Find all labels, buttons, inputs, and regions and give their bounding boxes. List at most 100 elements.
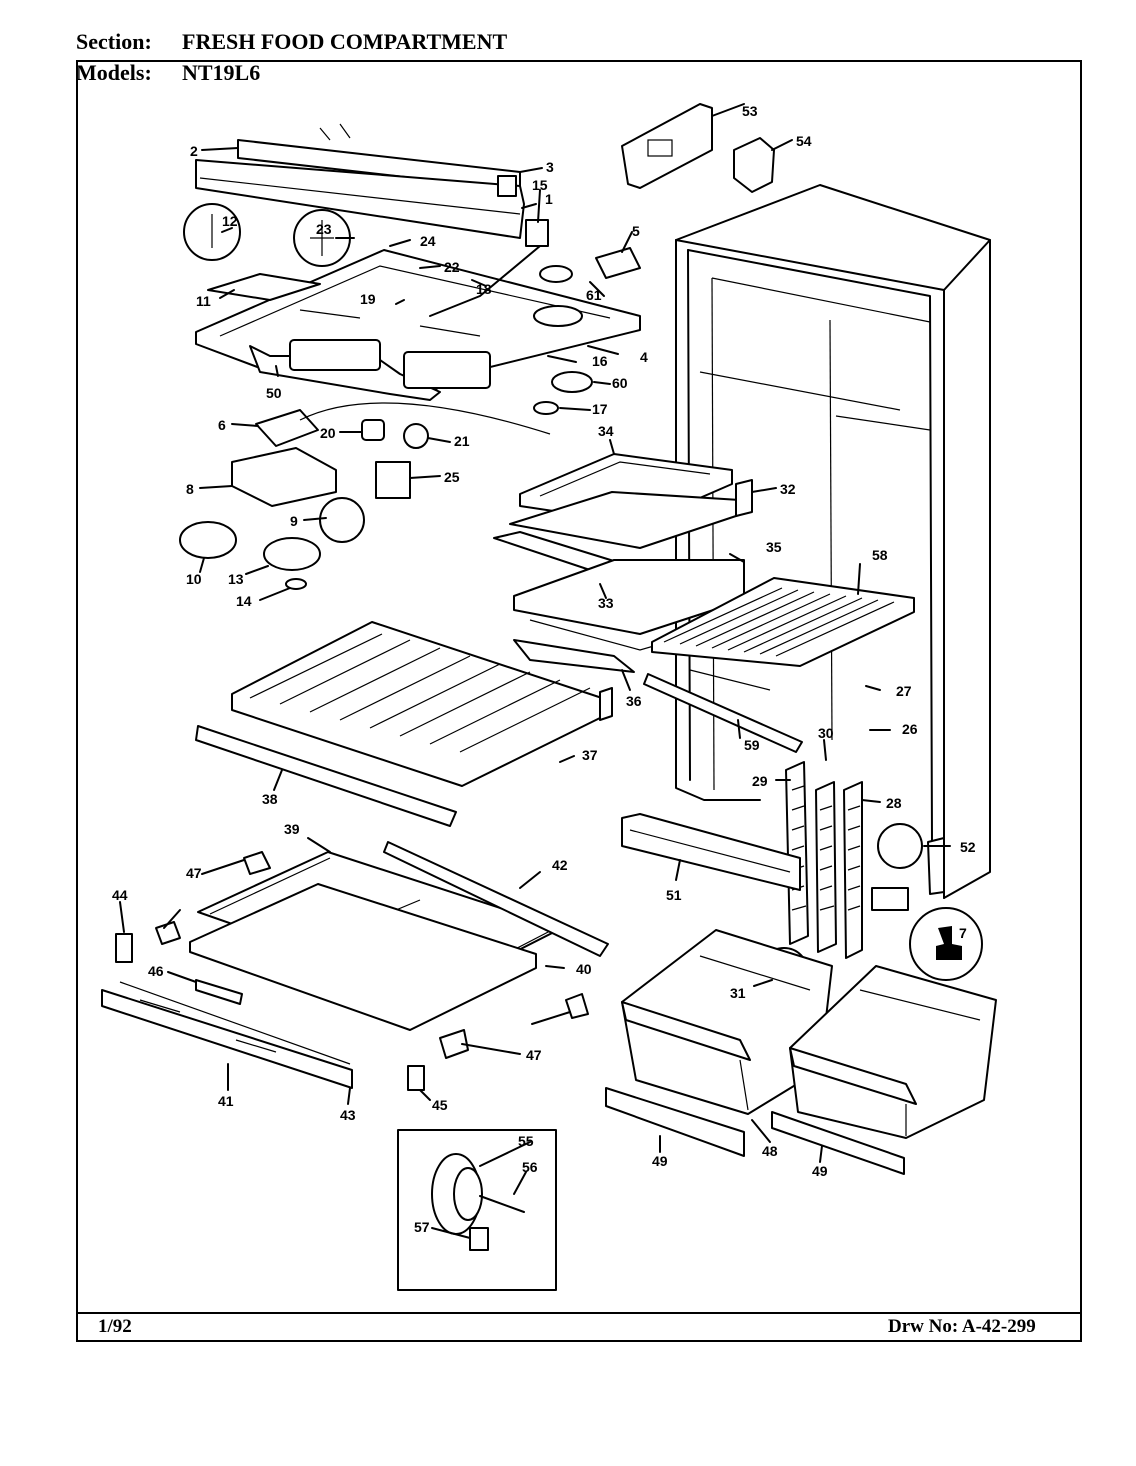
footer-divider	[76, 1312, 1082, 1314]
callout-60: 60	[612, 375, 628, 391]
part-14-washer	[285, 578, 307, 590]
callout-41: 41	[218, 1093, 234, 1109]
callout-39: 39	[284, 821, 300, 837]
callout-29: 29	[752, 773, 768, 789]
callout-49-left: 49	[652, 1153, 668, 1169]
part-47-clip-right	[565, 993, 589, 1019]
callout-52: 52	[960, 839, 976, 855]
leader-lines	[119, 103, 951, 1239]
section-title: FRESH FOOD COMPARTMENT	[182, 29, 508, 54]
callout-labels: 1 2 3 4 5 6 7 8 9 10 11 12 13 14 15 16 1…	[112, 103, 976, 1235]
inset-circle-9	[319, 497, 365, 543]
callout-19: 19	[360, 291, 376, 307]
callout-48: 48	[762, 1143, 778, 1159]
callout-17: 17	[592, 401, 608, 417]
callout-18: 18	[476, 281, 492, 297]
callout-45: 45	[432, 1097, 448, 1113]
callout-57: 57	[414, 1219, 430, 1235]
top-cover-assembly	[195, 123, 525, 239]
callout-47-top: 47	[186, 865, 202, 881]
callout-6: 6	[218, 417, 226, 433]
part-52-bracket	[927, 837, 945, 895]
drawing-number: Drw No: A-42-299	[888, 1316, 1036, 1337]
wheel-inset-box	[397, 1129, 557, 1291]
callout-42: 42	[552, 857, 568, 873]
callout-56: 56	[522, 1159, 538, 1175]
callout-8: 8	[186, 481, 194, 497]
part-18-rod	[429, 245, 541, 317]
part-51-cover	[621, 813, 801, 891]
part-20-socket	[361, 419, 385, 441]
part-8-box	[231, 447, 337, 507]
callout-3: 3	[546, 159, 554, 175]
callout-35: 35	[766, 539, 782, 555]
callout-34: 34	[598, 423, 614, 439]
callout-46: 46	[148, 963, 164, 979]
callout-23: 23	[316, 221, 332, 237]
callout-26: 26	[902, 721, 918, 737]
callout-31: 31	[730, 985, 746, 1001]
callout-61: 61	[586, 287, 602, 303]
part-4-dial	[533, 305, 583, 327]
callout-16: 16	[592, 353, 608, 369]
callout-37: 37	[582, 747, 598, 763]
callout-47-bottom: 47	[526, 1047, 542, 1063]
callout-27: 27	[896, 683, 912, 699]
section-label: Section:	[76, 29, 152, 54]
callout-12: 12	[222, 213, 238, 229]
callout-30: 30	[818, 725, 834, 741]
part-47-clip-upper	[243, 851, 271, 875]
callout-7: 7	[959, 925, 967, 941]
callout-40: 40	[576, 961, 592, 977]
part-45-clip	[407, 1065, 425, 1091]
callout-32: 32	[780, 481, 796, 497]
callout-25: 25	[444, 469, 460, 485]
callout-55: 55	[518, 1133, 534, 1149]
callout-50: 50	[266, 385, 282, 401]
part-21-bulb	[403, 423, 429, 449]
callout-36: 36	[626, 693, 642, 709]
crisper-pans	[605, 929, 997, 1175]
callout-5: 5	[632, 223, 640, 239]
callout-38: 38	[262, 791, 278, 807]
callout-28: 28	[886, 795, 902, 811]
callout-44: 44	[112, 887, 128, 903]
part-10-knob	[179, 521, 237, 559]
callout-9: 9	[290, 513, 298, 529]
callout-1: 1	[545, 191, 553, 207]
callout-53: 53	[742, 103, 758, 119]
callout-10: 10	[186, 571, 202, 587]
callout-4: 4	[640, 349, 648, 365]
callout-59: 59	[744, 737, 760, 753]
part-5-switch	[595, 247, 641, 279]
upper-drawer-assembly	[493, 453, 753, 673]
glass-shelf-assembly	[101, 841, 609, 1089]
diagram-frame	[76, 60, 1082, 1342]
callout-15: 15	[532, 177, 548, 193]
shelf-ladders	[785, 761, 863, 959]
wire-shelf-37	[195, 621, 613, 827]
callout-24: 24	[420, 233, 436, 249]
part-47-clip-lower	[439, 1029, 469, 1059]
callout-20: 20	[320, 425, 336, 441]
part-53-bracket	[621, 103, 713, 189]
part-25-relay	[375, 461, 411, 499]
models-label: Models:	[76, 60, 152, 85]
part-60-cap	[551, 371, 593, 393]
callout-13: 13	[228, 571, 244, 587]
callout-33: 33	[598, 595, 614, 611]
footer-date: 1/92	[98, 1316, 132, 1337]
callout-14: 14	[236, 593, 252, 609]
callout-21: 21	[454, 433, 470, 449]
part-15-thermostat	[525, 219, 549, 247]
part-54-clip	[733, 137, 775, 193]
inset-circle-52	[877, 823, 923, 869]
part-61-knob	[539, 265, 573, 283]
part-11-bracket	[207, 273, 321, 301]
wire-shelf-58	[643, 577, 915, 753]
part-44-clip	[115, 933, 133, 963]
callout-49-right: 49	[812, 1163, 828, 1179]
callout-43: 43	[340, 1107, 356, 1123]
callout-11: 11	[196, 293, 211, 309]
